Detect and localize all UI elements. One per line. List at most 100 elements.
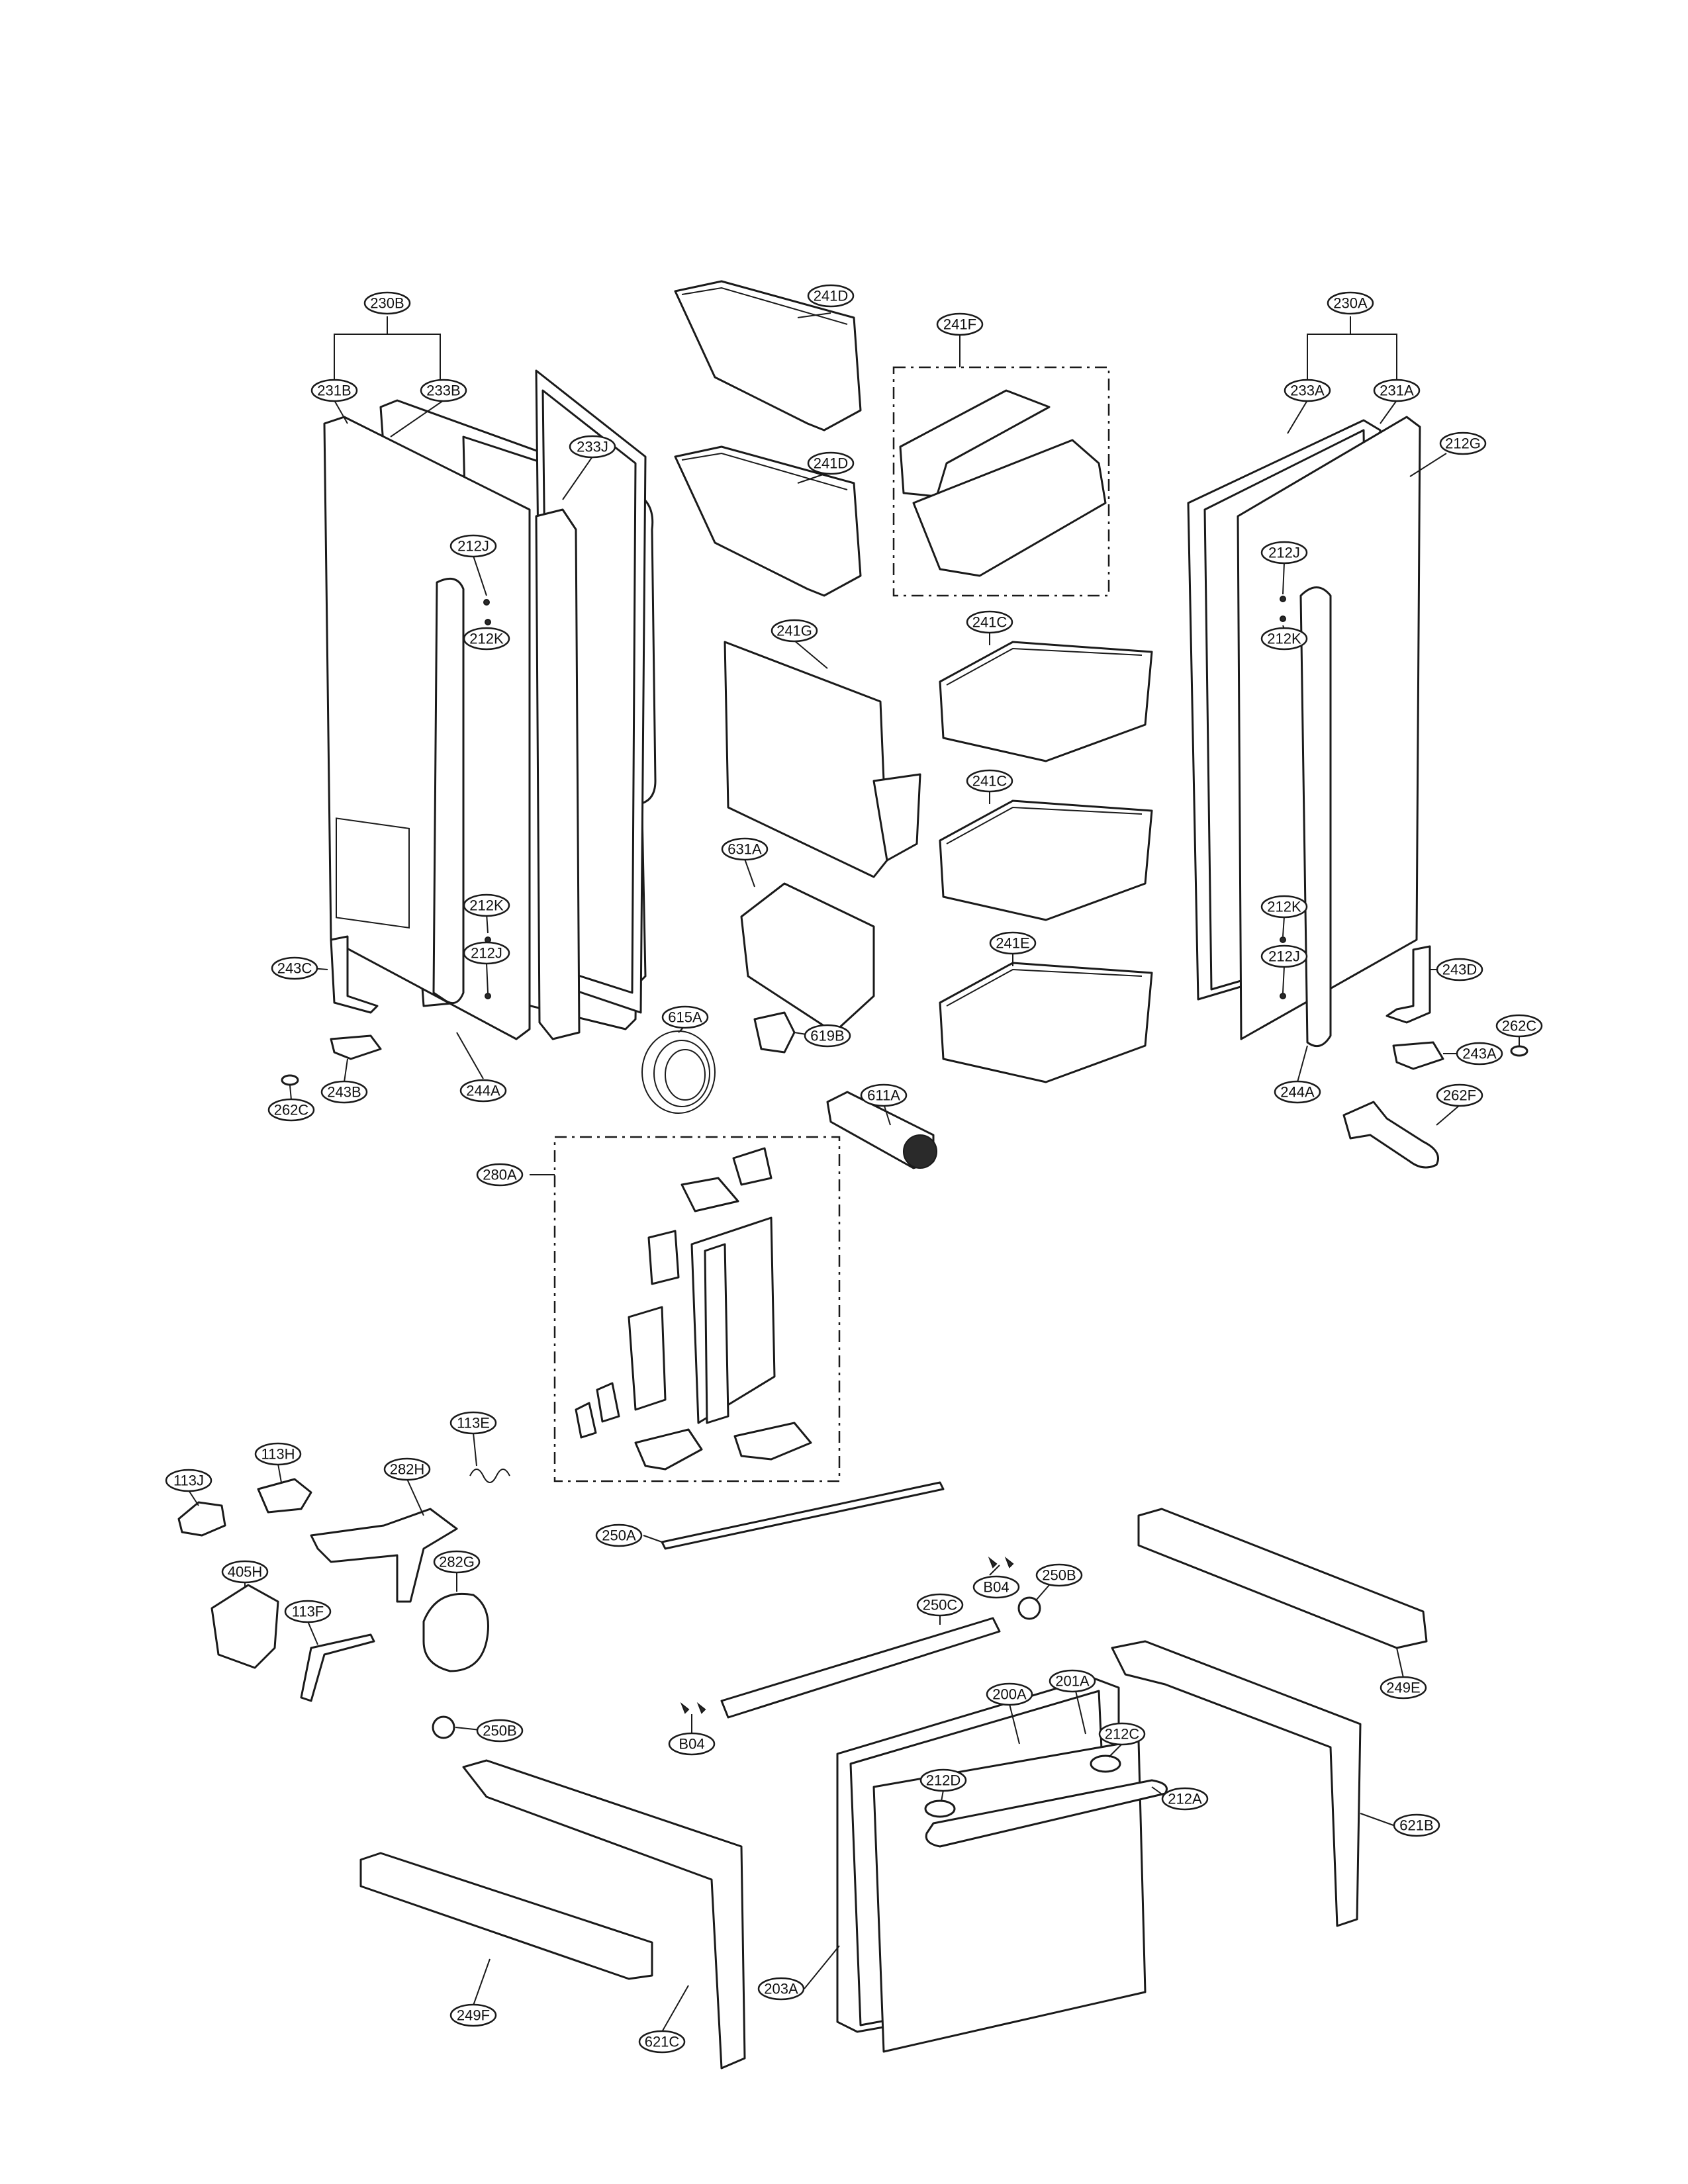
callout-230a: 230A — [1327, 291, 1374, 315]
callout-212j-r2: 212J — [1260, 944, 1308, 968]
callout-oval — [271, 956, 318, 980]
callout-oval — [569, 435, 616, 459]
callout-label: 212D — [926, 1772, 961, 1789]
callout-label: 212J — [471, 945, 502, 962]
lower-left-parts — [177, 1469, 510, 1702]
callout-oval — [476, 1719, 524, 1743]
callout-oval — [771, 619, 818, 643]
callout-249e: 249E — [1380, 1676, 1427, 1700]
callout-233j: 233J — [569, 435, 616, 459]
callout-label: 243C — [277, 960, 312, 977]
callout-212g: 212G — [1439, 432, 1487, 455]
callout-label: 212J — [1268, 948, 1300, 965]
callout-233b: 233B — [420, 379, 467, 402]
callout-label: 212A — [1168, 1791, 1202, 1807]
callout-oval — [860, 1083, 908, 1107]
callout-oval — [1456, 1042, 1503, 1066]
callout-243b: 243B — [320, 1080, 368, 1104]
callout-113j: 113J — [165, 1469, 212, 1492]
callout-241c-2: 241C — [966, 769, 1013, 793]
callout-label: 200A — [992, 1686, 1027, 1703]
callout-label: 233A — [1290, 383, 1325, 399]
callout-oval — [254, 1442, 302, 1466]
callout-oval — [1436, 1083, 1483, 1107]
callout-label: 241C — [972, 773, 1008, 790]
callout-231a: 231A — [1373, 379, 1421, 402]
callout-label: 280A — [483, 1167, 517, 1183]
callout-oval — [420, 379, 467, 402]
callout-oval — [1161, 1787, 1209, 1811]
callout-oval — [1373, 379, 1421, 402]
callout-oval — [966, 769, 1013, 793]
callout-oval — [661, 1005, 709, 1029]
callout-113f: 113F — [284, 1600, 332, 1623]
callout-212c: 212C — [1098, 1722, 1146, 1746]
callout-label: 611A — [867, 1087, 900, 1104]
callout-212a: 212A — [1161, 1787, 1209, 1811]
callout-oval — [449, 2003, 497, 2027]
leader-lines — [188, 312, 1520, 2032]
callout-label: 241C — [972, 614, 1008, 631]
callout-b04-2: B04 — [668, 1732, 716, 1756]
callout-oval — [320, 1080, 368, 1104]
callout-label: 113H — [261, 1446, 295, 1463]
callout-oval — [807, 284, 855, 308]
callout-113e: 113E — [449, 1411, 497, 1435]
callout-615a: 615A — [661, 1005, 709, 1029]
callout-label: 250A — [602, 1527, 636, 1544]
callout-oval — [221, 1560, 269, 1584]
freezer-drawer-assembly — [359, 1481, 1428, 2070]
callout-label: 203A — [764, 1981, 798, 1997]
callout-611a: 611A — [860, 1083, 908, 1107]
callout-label: 243A — [1462, 1046, 1497, 1062]
callout-label: 212K — [469, 897, 504, 914]
callout-label: 231A — [1380, 383, 1414, 399]
callout-282g: 282G — [433, 1550, 481, 1574]
callout-oval — [1495, 1014, 1543, 1038]
callout-243d: 243D — [1436, 958, 1483, 981]
callout-label: 405H — [228, 1564, 263, 1580]
callout-label: 230B — [370, 295, 404, 312]
callout-212k-l2: 212K — [463, 893, 510, 917]
dispenser-assembly — [553, 1136, 841, 1482]
callout-label: 282H — [390, 1461, 425, 1478]
callout-201a: 201A — [1049, 1669, 1096, 1693]
callout-233a: 233A — [1284, 379, 1331, 402]
callout-250a: 250A — [595, 1524, 643, 1547]
callout-oval — [433, 1550, 481, 1574]
callout-oval — [1380, 1676, 1427, 1700]
callout-oval — [463, 893, 510, 917]
callout-label: 212J — [1268, 545, 1300, 561]
callout-oval — [1035, 1563, 1083, 1587]
callout-label: 241E — [996, 935, 1029, 952]
callout-262f: 262F — [1436, 1083, 1483, 1107]
callout-oval — [1260, 895, 1308, 919]
callout-203a: 203A — [757, 1977, 805, 2001]
callout-label: 230A — [1333, 295, 1368, 312]
callout-oval — [595, 1524, 643, 1547]
callout-oval — [449, 1411, 497, 1435]
callout-label: 231B — [317, 383, 351, 399]
callout-b04-1: B04 — [972, 1575, 1020, 1599]
callout-label: 233B — [426, 383, 460, 399]
callout-oval — [310, 379, 358, 402]
callout-262c-r: 262C — [1495, 1014, 1543, 1038]
callout-631a: 631A — [721, 837, 769, 861]
callout-200a: 200A — [986, 1682, 1033, 1706]
callout-label: 113J — [173, 1473, 204, 1489]
callout-label: 250B — [1042, 1567, 1076, 1584]
callout-oval — [383, 1457, 431, 1481]
callout-label: 241D — [814, 288, 849, 304]
callout-oval — [1436, 958, 1483, 981]
callout-oval — [267, 1098, 315, 1122]
callout-244a-l: 244A — [459, 1079, 507, 1103]
callout-212k-l1: 212K — [463, 627, 510, 651]
callout-label: 212C — [1105, 1726, 1140, 1743]
callout-212k-r2: 212K — [1260, 895, 1308, 919]
callout-label: 244A — [1280, 1084, 1315, 1101]
callout-label: 262F — [1443, 1087, 1476, 1104]
callout-oval — [165, 1469, 212, 1492]
callout-label: 212K — [1267, 631, 1301, 647]
left-door-small-parts — [281, 599, 491, 1086]
callout-label: B04 — [983, 1579, 1009, 1596]
